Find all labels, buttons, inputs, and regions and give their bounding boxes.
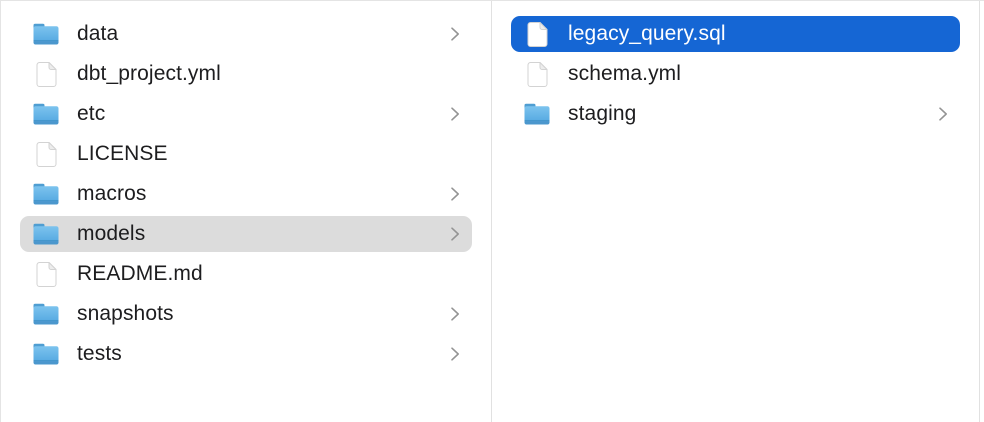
list-item-readme-md[interactable]: README.md (20, 256, 472, 292)
folder-icon (33, 343, 59, 365)
item-label: staging (568, 102, 637, 125)
list-item-tests[interactable]: tests (20, 336, 472, 372)
item-icon-box (33, 261, 59, 287)
item-icon-box (524, 21, 550, 47)
item-label: models (77, 222, 146, 245)
item-icon-box (33, 183, 59, 205)
item-label: macros (77, 182, 147, 205)
document-icon (527, 61, 547, 87)
chevron-right-icon (451, 187, 459, 201)
item-label: data (77, 22, 119, 45)
folder-icon (33, 303, 59, 325)
item-icon-box (33, 343, 59, 365)
chevron-right-icon (451, 227, 459, 241)
item-label: snapshots (77, 302, 174, 325)
item-label: legacy_query.sql (568, 22, 726, 45)
list-item-legacy-query-sql[interactable]: legacy_query.sql (511, 16, 960, 52)
list-item-snapshots[interactable]: snapshots (20, 296, 472, 332)
item-icon-box (33, 223, 59, 245)
chevron-right-icon (939, 107, 947, 121)
item-label: etc (77, 102, 106, 125)
item-icon-box (33, 61, 59, 87)
finder-column-1: data dbt_project.yml etc (1, 1, 492, 422)
item-icon-box (33, 141, 59, 167)
item-label: tests (77, 342, 122, 365)
item-icon-box (33, 303, 59, 325)
item-icon-box (524, 61, 550, 87)
item-label: LICENSE (77, 142, 168, 165)
column-filler (980, 1, 984, 422)
document-icon (36, 141, 56, 167)
list-item-macros[interactable]: macros (20, 176, 472, 212)
list-item-data[interactable]: data (20, 16, 472, 52)
item-label: README.md (77, 262, 203, 285)
folder-icon (524, 103, 550, 125)
list-item-schema-yml[interactable]: schema.yml (511, 56, 960, 92)
list-item-license[interactable]: LICENSE (20, 136, 472, 172)
finder-column-2: legacy_query.sql schema.yml staging (492, 1, 980, 422)
folder-icon (33, 103, 59, 125)
list-item-staging[interactable]: staging (511, 96, 960, 132)
document-icon (527, 21, 547, 47)
item-icon-box (524, 103, 550, 125)
list-item-models[interactable]: models (20, 216, 472, 252)
item-label: dbt_project.yml (77, 62, 221, 85)
chevron-right-icon (451, 27, 459, 41)
chevron-right-icon (451, 107, 459, 121)
chevron-right-icon (451, 347, 459, 361)
folder-icon (33, 23, 59, 45)
document-icon (36, 261, 56, 287)
document-icon (36, 61, 56, 87)
folder-icon (33, 183, 59, 205)
item-icon-box (33, 103, 59, 125)
item-label: schema.yml (568, 62, 682, 85)
item-icon-box (33, 23, 59, 45)
folder-icon (33, 223, 59, 245)
chevron-right-icon (451, 307, 459, 321)
list-item-etc[interactable]: etc (20, 96, 472, 132)
list-item-dbt-project-yml[interactable]: dbt_project.yml (20, 56, 472, 92)
